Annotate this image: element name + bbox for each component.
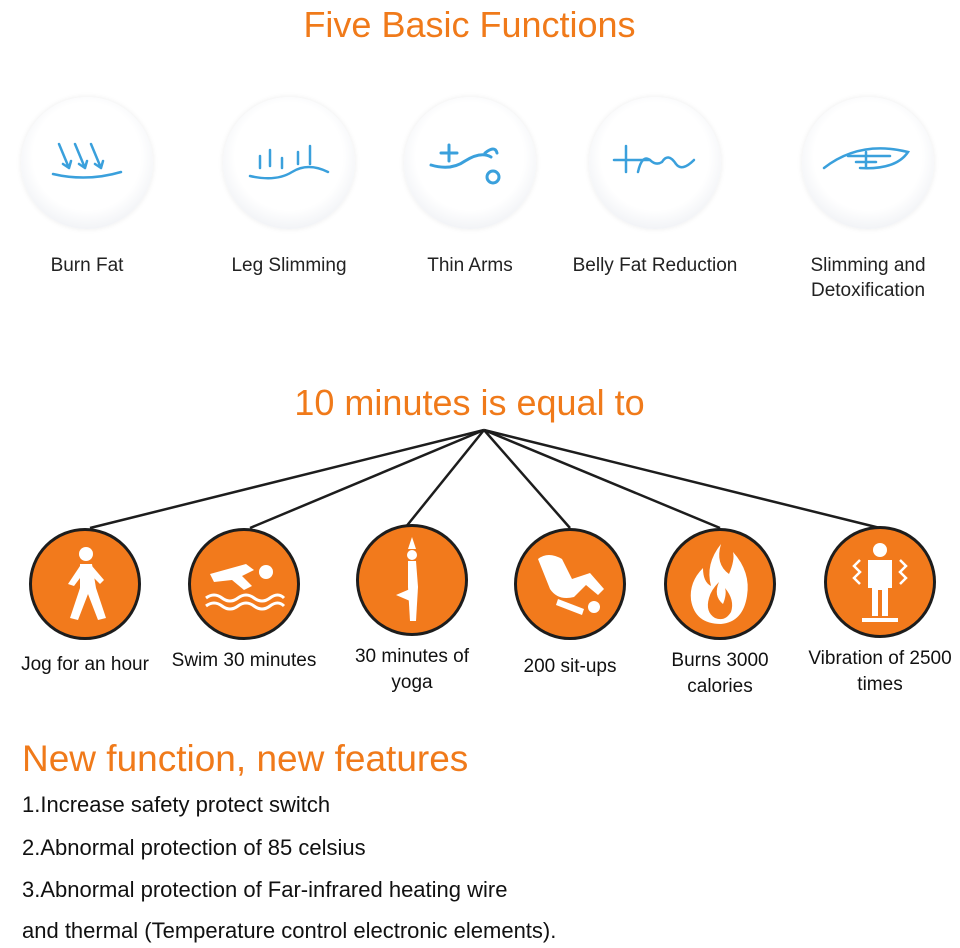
walking-person-icon	[68, 547, 106, 620]
feature-line-1: 1.Increase safety protect switch	[22, 792, 331, 817]
function-circle	[21, 97, 153, 229]
activity-swim: Swim 30 minutes	[164, 528, 324, 674]
activity-circle	[356, 524, 468, 636]
function-label: Burn Fat	[50, 255, 124, 276]
function-label: Belly Fat Reduction	[572, 255, 738, 276]
feature-line-3: 3.Abnormal protection of Far-infrared he…	[22, 877, 508, 902]
feature-line-4: and thermal (Temperature control electro…	[22, 918, 557, 943]
activity-label: Burns 3000 calories	[671, 650, 769, 697]
function-circle	[802, 97, 934, 229]
connector-lines	[89, 428, 881, 530]
activity-circle	[29, 528, 141, 640]
function-slimming-detox: Slimming and Detoxification	[778, 97, 958, 303]
belly-wave-icon	[612, 144, 696, 174]
arrows-down-icon	[51, 142, 123, 179]
activity-label: 200 sit-ups	[523, 656, 617, 677]
function-belly-fat: Belly Fat Reduction	[565, 97, 745, 278]
flame-icon	[690, 544, 748, 624]
function-label: Slimming and Detoxification	[810, 255, 926, 301]
activity-circle	[514, 528, 626, 640]
activity-circle	[824, 526, 936, 638]
sit-up-icon	[538, 555, 604, 615]
vibration-person-icon	[852, 543, 908, 622]
leg-curve-icon	[248, 144, 330, 180]
activity-label: 30 minutes of yoga	[354, 646, 470, 693]
function-thin-arms: Thin Arms	[380, 97, 560, 278]
activity-label: Swim 30 minutes	[171, 650, 317, 671]
activity-label: Vibration of 2500 times	[808, 648, 952, 695]
equal-to-title: 10 minutes is equal to	[294, 382, 645, 423]
function-circle	[589, 97, 721, 229]
function-burn-fat: Burn Fat	[0, 97, 177, 278]
feature-line-2: 2.Abnormal protection of 85 celsius	[22, 835, 366, 860]
yoga-icon	[396, 537, 418, 621]
arm-plus-icon	[429, 143, 501, 185]
function-label: Thin Arms	[427, 255, 513, 276]
swimmer-icon	[205, 564, 286, 611]
function-label: Leg Slimming	[231, 255, 347, 276]
activity-circle	[664, 528, 776, 640]
activity-vibration: Vibration of 2500 times	[800, 526, 960, 698]
eye-curve-icon	[822, 147, 911, 170]
five-functions-title: Five Basic Functions	[303, 4, 636, 45]
activity-situps: 200 sit-ups	[490, 528, 650, 680]
activity-circle	[188, 528, 300, 640]
function-leg-slimming: Leg Slimming	[199, 97, 379, 278]
activity-yoga: 30 minutes of yoga	[332, 524, 492, 696]
activity-jog: Jog for an hour	[5, 528, 165, 678]
new-features-heading: New function, new features	[22, 738, 469, 779]
function-circle	[223, 97, 355, 229]
function-circle	[404, 97, 536, 229]
activity-calories: Burns 3000 calories	[640, 528, 800, 700]
activity-label: Jog for an hour	[21, 654, 149, 675]
